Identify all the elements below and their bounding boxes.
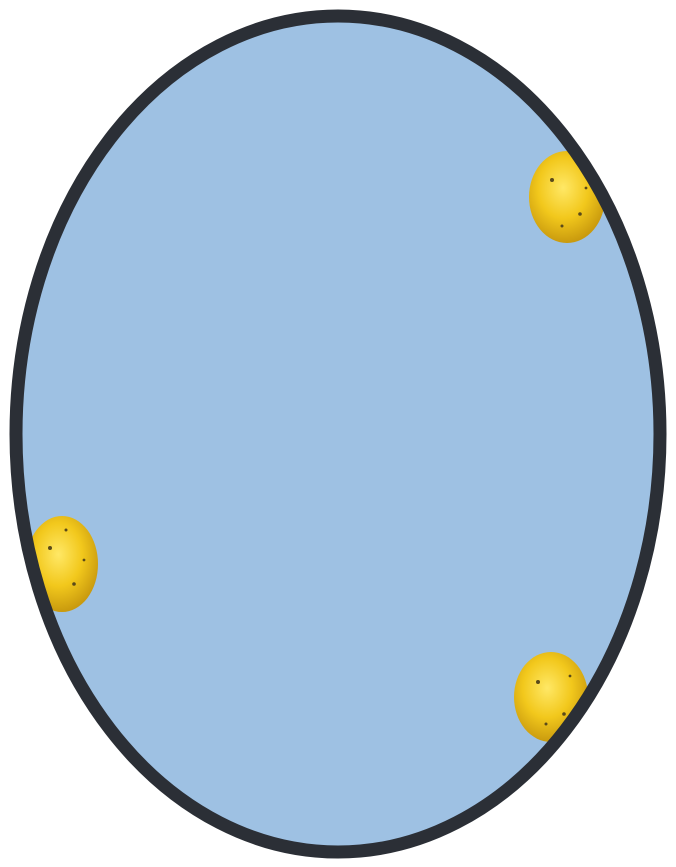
yellow-spot-top-right xyxy=(529,151,605,243)
yellow-spot-bottom-right xyxy=(514,652,588,742)
